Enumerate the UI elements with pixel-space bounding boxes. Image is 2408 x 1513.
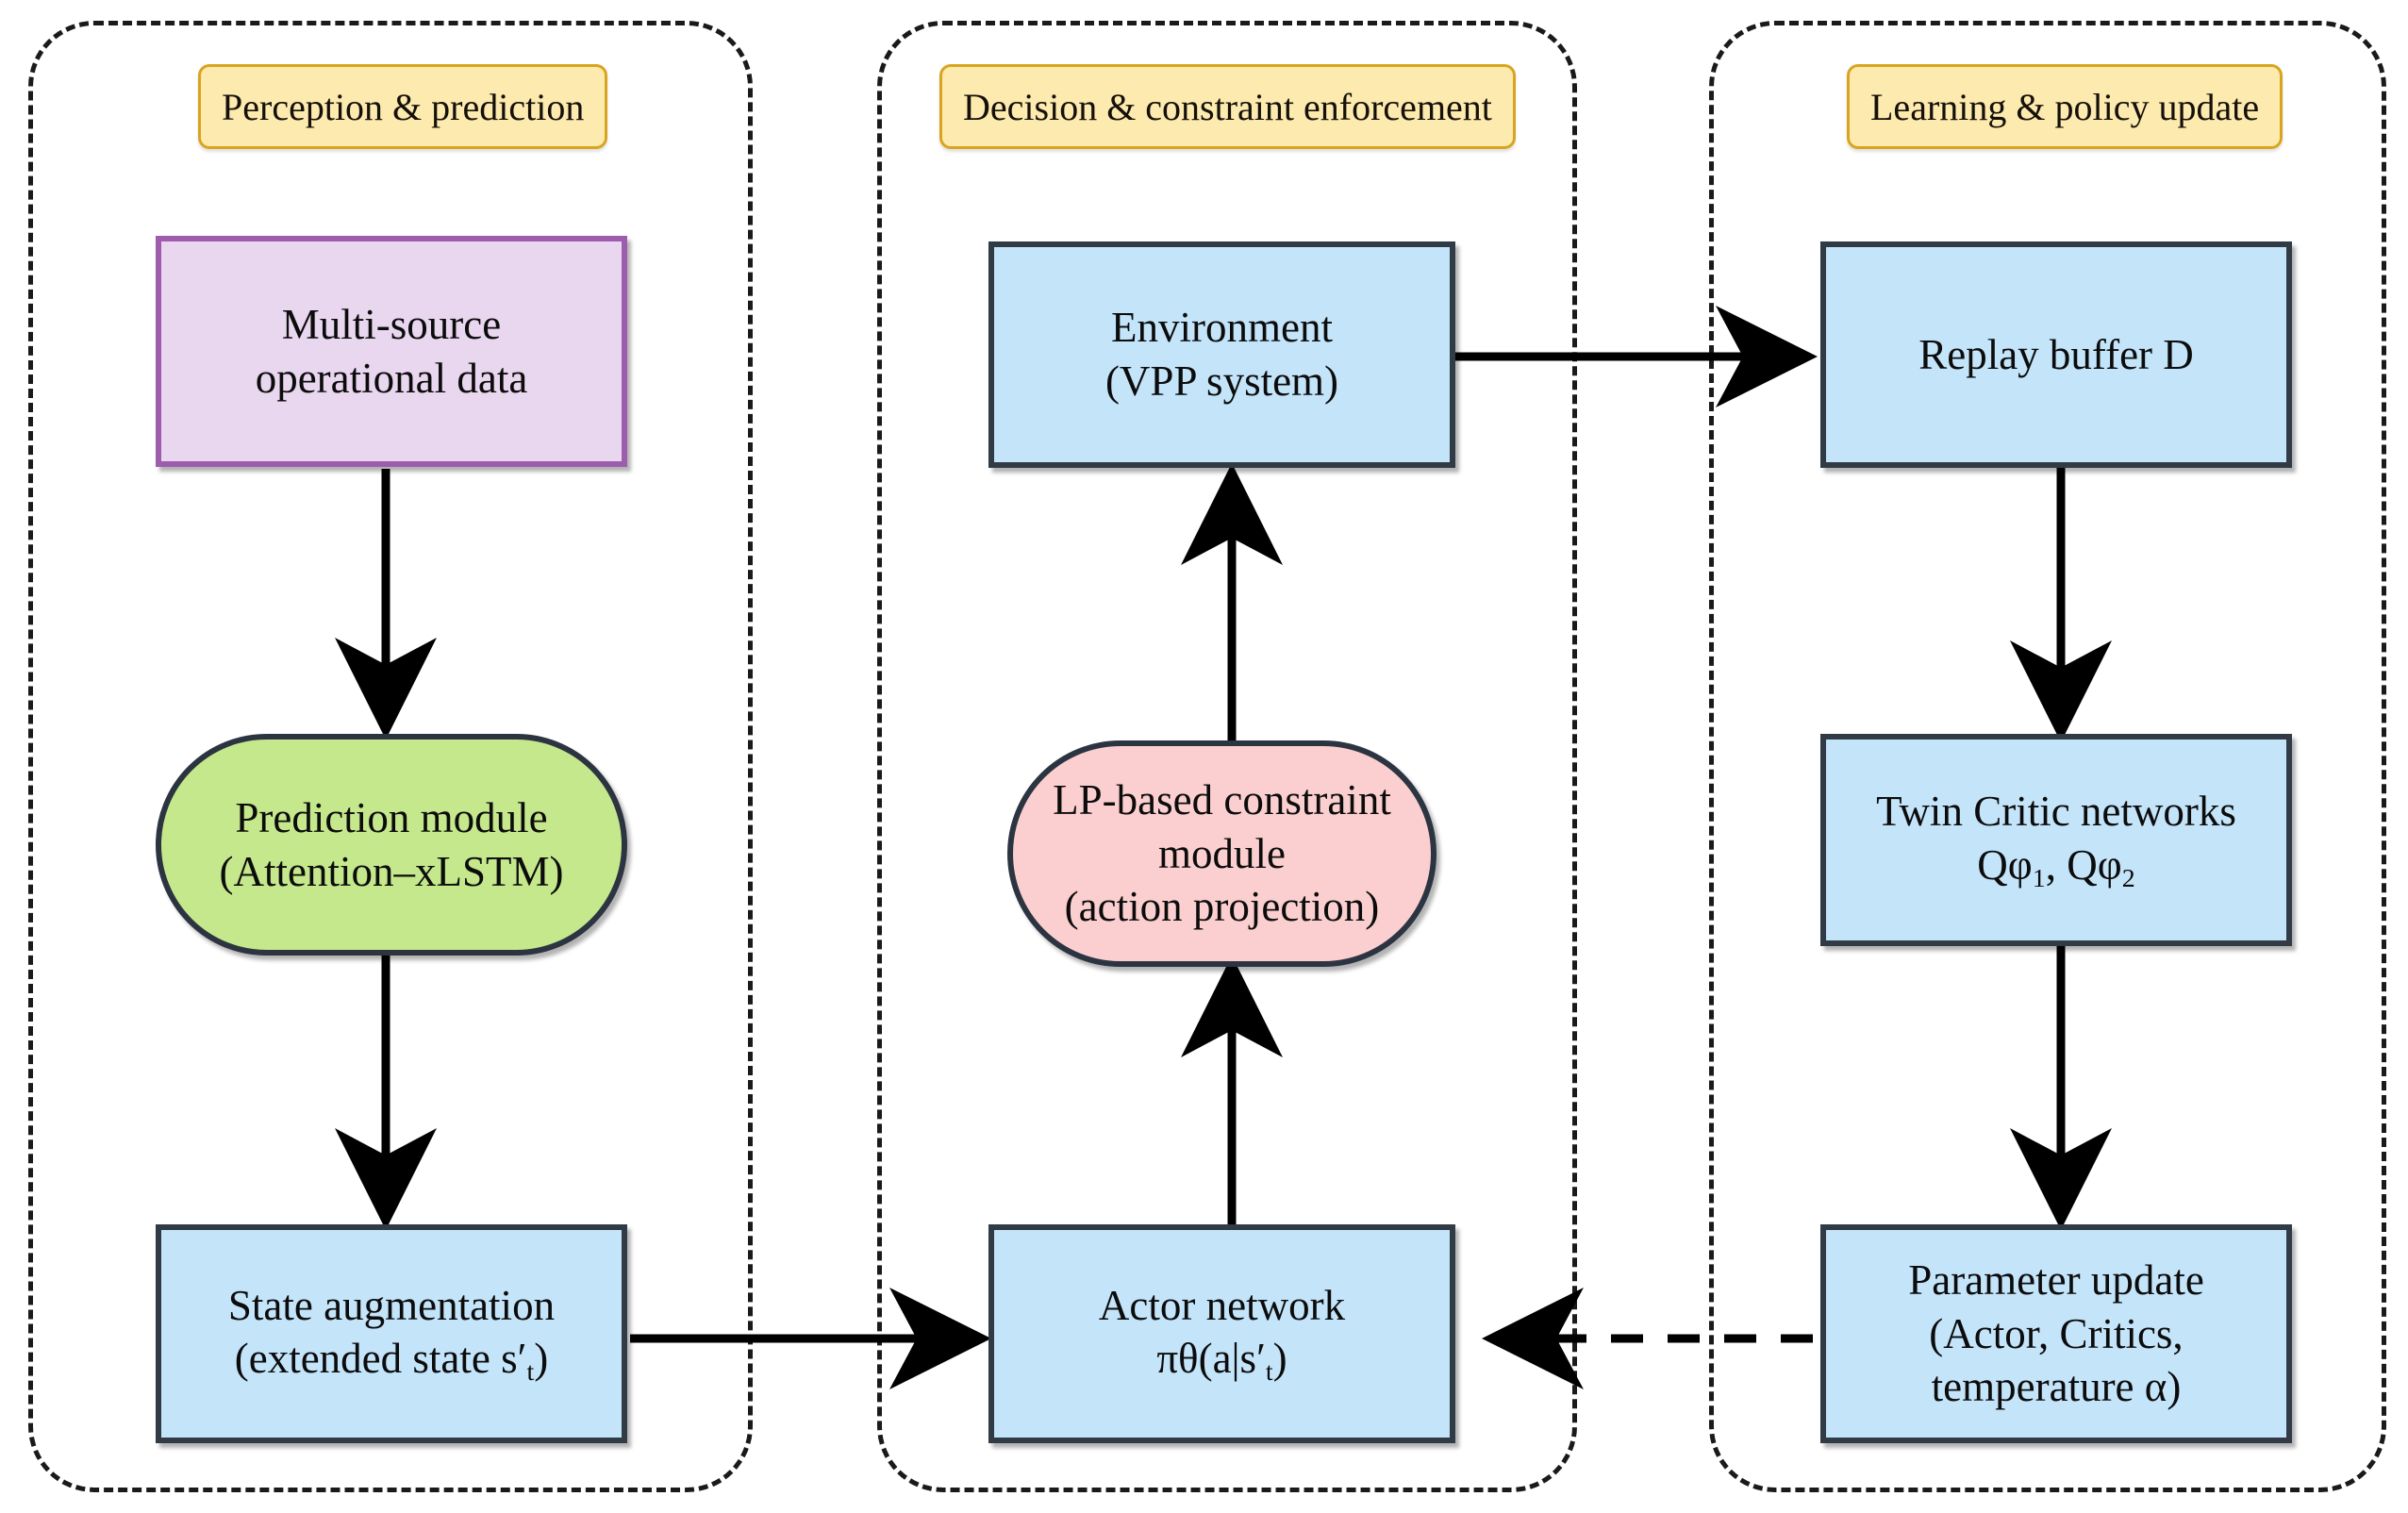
- panel-label-perception: Perception & prediction: [198, 64, 608, 149]
- node-line-2: Qφ1, Qφ2: [1977, 840, 2135, 893]
- node-twin-critic-networks[interactable]: Twin Critic networks Qφ1, Qφ2: [1820, 734, 2292, 946]
- node-line-2: module: [1158, 829, 1286, 877]
- node-line-2: (Actor, Critics,: [1929, 1309, 2184, 1357]
- node-multi-source-data[interactable]: Multi-source operational data: [156, 236, 627, 467]
- node-state-augmentation[interactable]: State augmentation (extended state s′t): [156, 1224, 627, 1443]
- panel-learning: [1709, 21, 2386, 1492]
- node-actor-network[interactable]: Actor network πθ(a|s′t): [988, 1224, 1455, 1443]
- node-prediction-module[interactable]: Prediction module (Attention–xLSTM): [156, 734, 627, 956]
- panel-perception: [28, 21, 753, 1492]
- node-line-3: (action projection): [1064, 883, 1380, 931]
- node-line-1: Prediction module: [235, 793, 548, 841]
- node-line-2: operational data: [255, 354, 528, 402]
- node-line-2: πθ(a|s′t): [1156, 1335, 1287, 1388]
- node-line-1: LP-based constraint: [1053, 775, 1391, 823]
- node-line-1: Environment: [1111, 304, 1333, 352]
- node-parameter-update[interactable]: Parameter update (Actor, Critics, temper…: [1820, 1224, 2292, 1443]
- panel-label-text: Decision & constraint enforcement: [963, 85, 1492, 128]
- node-line-1: State augmentation: [227, 1281, 556, 1329]
- node-line-1: Actor network: [1098, 1281, 1346, 1329]
- panel-label-text: Learning & policy update: [1870, 85, 2260, 128]
- panel-label-learning: Learning & policy update: [1847, 64, 2283, 149]
- node-line-1: Replay buffer D: [1918, 330, 2194, 378]
- node-line-2: (extended state s′t): [234, 1335, 549, 1388]
- node-line-2: (VPP system): [1104, 357, 1339, 405]
- panel-label-text: Perception & prediction: [222, 85, 585, 128]
- node-lp-constraint-module[interactable]: LP-based constraint module (action proje…: [1007, 740, 1436, 967]
- panel-decision: [877, 21, 1577, 1492]
- node-line-1: Multi-source: [281, 300, 502, 348]
- node-line-3: temperature α): [1931, 1363, 2182, 1411]
- node-line-1: Parameter update: [1908, 1255, 2204, 1304]
- node-line-1: Twin Critic networks: [1876, 788, 2236, 836]
- node-replay-buffer[interactable]: Replay buffer D: [1820, 241, 2292, 468]
- node-environment-vpp[interactable]: Environment (VPP system): [988, 241, 1455, 468]
- panel-label-decision: Decision & constraint enforcement: [939, 64, 1516, 149]
- node-line-2: (Attention–xLSTM): [219, 847, 564, 895]
